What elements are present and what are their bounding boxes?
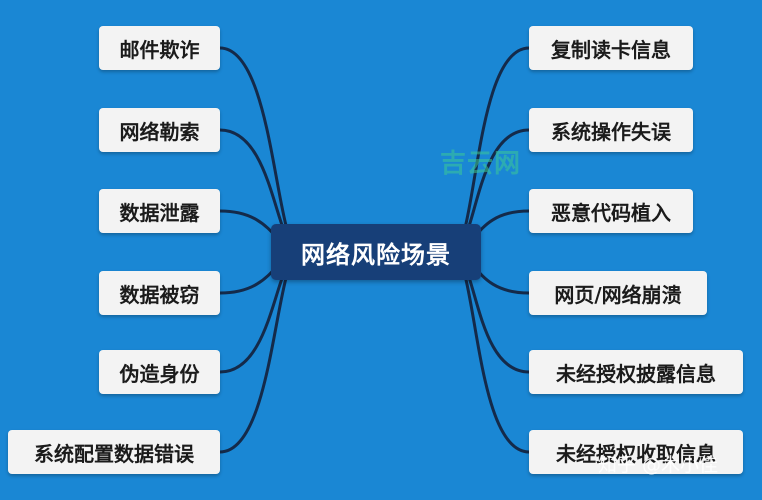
- credit-text: 知乎 @木小佳: [598, 454, 719, 476]
- right-node-unauthorized-collection[interactable]: 未经授权收取信息: [529, 430, 743, 474]
- left-node-config-error[interactable]: 系统配置数据错误: [8, 430, 220, 474]
- left-node-label: 伪造身份: [119, 361, 200, 386]
- left-node-label: 系统配置数据错误: [34, 441, 194, 466]
- right-node-malicious-code[interactable]: 恶意代码植入: [529, 189, 693, 233]
- center-node[interactable]: 网络风险场景: [271, 224, 481, 280]
- left-node-label: 邮件欺诈: [119, 37, 200, 62]
- watermark-text: 吉云网: [440, 149, 522, 179]
- left-node-label: 数据泄露: [119, 200, 200, 225]
- center-label: 网络风险场景: [301, 240, 451, 269]
- left-node-data-theft[interactable]: 数据被窃: [99, 271, 220, 315]
- right-node-unauthorized-disclosure[interactable]: 未经授权披露信息: [529, 350, 743, 394]
- right-node-label: 恶意代码植入: [551, 200, 671, 225]
- right-node-card-copy[interactable]: 复制读卡信息: [529, 26, 693, 70]
- right-node-web-crash[interactable]: 网页/网络崩溃: [529, 271, 707, 315]
- left-node-label: 数据被窃: [119, 282, 200, 307]
- right-node-label: 未经授权收取信息: [556, 441, 716, 466]
- right-node-label: 复制读卡信息: [551, 37, 671, 62]
- left-node-identity-forgery[interactable]: 伪造身份: [99, 350, 220, 394]
- left-node-data-leak[interactable]: 数据泄露: [99, 189, 220, 233]
- right-node-label: 未经授权披露信息: [556, 361, 716, 386]
- right-node-label: 网页/网络崩溃: [554, 282, 682, 307]
- left-node-ransomware[interactable]: 网络勒索: [99, 108, 220, 152]
- right-node-label: 系统操作失误: [551, 119, 671, 144]
- left-node-label: 网络勒索: [119, 119, 200, 144]
- left-node-email-fraud[interactable]: 邮件欺诈: [99, 26, 220, 70]
- right-node-operation-error[interactable]: 系统操作失误: [529, 108, 693, 152]
